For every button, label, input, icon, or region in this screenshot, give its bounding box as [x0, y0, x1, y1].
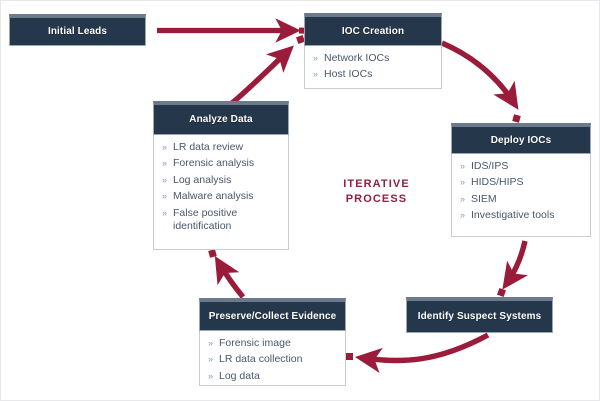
list-item: » LR data collection — [206, 353, 341, 366]
node-deploy-iocs-title: Deploy IOCs — [490, 134, 552, 146]
node-analyze-data-body: » LR data review » Forensic analysis » L… — [153, 135, 289, 250]
arrow-initial-leads-to-ioc-creation — [157, 18, 305, 43]
list-item-label: HIDS/HIPS — [471, 176, 524, 189]
list-item: » Host IOCs — [311, 68, 437, 81]
list-item-label: Network IOCs — [324, 52, 390, 64]
list-item-label: LR data collection — [219, 353, 303, 366]
arrow-analyze-data-to-ioc-creation — [230, 35, 305, 106]
bullet-icon: » — [460, 210, 466, 221]
bullet-icon: » — [208, 370, 214, 381]
bullet-icon: » — [460, 177, 466, 188]
list-item: » Log analysis — [160, 174, 284, 187]
node-deploy-iocs-body: » IDS/IPS » HIDS/HIPS » SIEM » Investiga… — [451, 154, 591, 237]
list-item-label: Log data — [219, 369, 260, 382]
bullet-icon: » — [162, 142, 168, 152]
list-item-label: Investigative tools — [471, 209, 555, 222]
node-deploy-iocs[interactable]: Deploy IOCs » IDS/IPS » HIDS/HIPS » SIEM… — [451, 123, 591, 237]
bullet-icon: » — [162, 207, 168, 218]
node-ioc-creation-body: » Network IOCs » Host IOCs — [304, 46, 442, 89]
list-item: » Network IOCs — [311, 52, 437, 65]
bullet-icon: » — [313, 69, 319, 80]
node-preserve-collect-evidence-title: Preserve/Collect Evidence — [208, 310, 337, 322]
node-deploy-iocs-header: Deploy IOCs — [451, 123, 591, 154]
list-item-label: IDS/IPS — [471, 160, 509, 172]
list-item: » Investigative tools — [458, 209, 586, 222]
node-identify-suspect-systems-header: Identify Suspect Systems — [406, 297, 553, 333]
bullet-icon: » — [460, 161, 466, 171]
list-item-label: SIEM — [471, 192, 497, 205]
list-item-label: Forensic analysis — [173, 157, 255, 170]
bullet-icon: » — [162, 174, 168, 185]
bullet-icon: » — [208, 338, 214, 348]
node-initial-leads[interactable]: Initial Leads — [9, 14, 146, 46]
list-item-label: Forensic image — [219, 337, 291, 349]
list-item-label: LR data review — [173, 141, 244, 153]
node-ioc-creation[interactable]: IOC Creation » Network IOCs » Host IOCs — [304, 13, 442, 89]
node-analyze-data[interactable]: Analyze Data » LR data review » Forensic… — [153, 101, 289, 250]
arrow-preserve-collect-evidence-to-analyze-data — [208, 249, 246, 299]
list-item-label: False positive identification — [173, 206, 238, 233]
node-analyze-data-title: Analyze Data — [189, 114, 253, 125]
list-item: » IDS/IPS — [458, 160, 586, 173]
node-preserve-collect-evidence-body: » Forensic image » LR data collection » … — [199, 331, 346, 386]
node-initial-leads-title: Initial Leads — [47, 26, 108, 37]
list-item: » Malware analysis — [160, 190, 284, 203]
list-item: » HIDS/HIPS — [458, 176, 586, 189]
bullet-icon: » — [313, 53, 319, 63]
bullet-icon: » — [162, 191, 168, 202]
node-identify-suspect-systems-title: Identify Suspect Systems — [417, 311, 542, 322]
node-identify-suspect-systems[interactable]: Identify Suspect Systems — [406, 297, 553, 333]
bullet-icon: » — [208, 354, 214, 365]
list-item: » Log data — [206, 370, 341, 383]
node-ioc-creation-title: IOC Creation — [341, 25, 405, 37]
node-ioc-creation-header: IOC Creation — [304, 13, 442, 46]
arrow-deploy-iocs-to-identify-suspect-systems — [497, 240, 528, 297]
list-item-label: Host IOCs — [324, 68, 373, 81]
list-item: » LR data review — [160, 141, 284, 154]
list-item: » False positive identification — [160, 207, 284, 234]
arrow-ioc-creation-to-deploy-iocs — [440, 40, 521, 123]
list-item: » Forensic analysis — [160, 157, 284, 170]
list-item-label: Malware analysis — [173, 190, 254, 203]
node-preserve-collect-evidence-header: Preserve/Collect Evidence — [199, 298, 346, 331]
bullet-icon: » — [460, 193, 466, 204]
list-item: » SIEM — [458, 193, 586, 206]
bullet-icon: » — [162, 158, 168, 169]
arrow-identify-suspect-systems-to-preserve-collect-evidence — [346, 332, 490, 373]
node-analyze-data-header: Analyze Data — [153, 101, 289, 135]
node-initial-leads-header: Initial Leads — [9, 14, 146, 46]
list-item-label: Log analysis — [173, 173, 232, 186]
list-item: » Forensic image — [206, 337, 341, 350]
iterative-process-label: ITERATIVE PROCESS — [343, 178, 410, 205]
node-preserve-collect-evidence[interactable]: Preserve/Collect Evidence » Forensic ima… — [199, 298, 346, 386]
